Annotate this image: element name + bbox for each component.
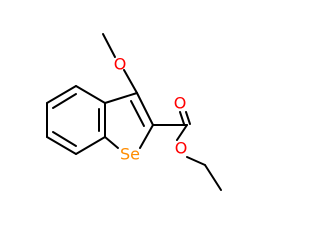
bond-carbonyl-c-o-ester xyxy=(176,124,188,141)
atom-o-carbonyl: O xyxy=(174,94,187,113)
bond-carbonyl-c-o-double-2 xyxy=(185,111,191,125)
atom-o-ester: O xyxy=(175,139,188,158)
bond-benzene-1 xyxy=(46,85,77,104)
benzene-ring xyxy=(46,85,106,155)
molecule-structure-diagram: O O O Se xyxy=(46,33,222,191)
bond-benzene-5 xyxy=(46,136,77,155)
atom-labels: O O O Se xyxy=(114,55,188,164)
bond-c3-o-methoxy xyxy=(123,69,138,94)
atom-label-o-carbonyl: O xyxy=(174,94,187,113)
atom-label-o-ester: O xyxy=(175,139,188,158)
methoxy-group xyxy=(102,33,138,94)
bond-carbonyl-c-o-double-1 xyxy=(179,111,185,125)
selenophene-ring xyxy=(104,92,154,149)
bond-se-c7a xyxy=(104,136,119,149)
bond-benzene-2 xyxy=(75,85,106,104)
bond-c3-c2 xyxy=(136,92,154,126)
bond-benzene-inner-3 xyxy=(52,131,77,147)
atom-label-o-methoxy: O xyxy=(114,55,127,74)
bond-benzene-4 xyxy=(75,136,106,155)
ethyl-ester-group xyxy=(152,111,222,191)
bond-o-ester-ch2 xyxy=(186,156,206,166)
bond-o-methyl xyxy=(102,33,116,58)
molecule-canvas: O O O Se xyxy=(46,33,222,191)
atom-label-se: Se xyxy=(120,145,140,164)
atom-o-methoxy: O xyxy=(114,55,127,74)
bond-ch2-ch3 xyxy=(204,164,222,191)
atom-se: Se xyxy=(120,145,140,164)
bond-c3-c2-double xyxy=(130,100,145,127)
bond-c3a-c3 xyxy=(104,92,138,104)
bond-c2-se xyxy=(139,124,154,149)
bond-benzene-inner-1 xyxy=(52,93,77,109)
